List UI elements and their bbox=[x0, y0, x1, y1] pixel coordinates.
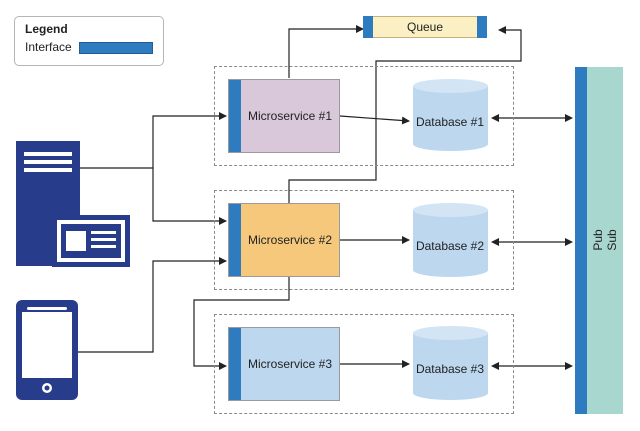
queue-right-interface bbox=[477, 16, 487, 38]
service-2-to-service-3-connector bbox=[193, 277, 290, 370]
microservice-1-label: Microservice #1 bbox=[247, 109, 333, 123]
database-2-label: Database #2 bbox=[415, 239, 485, 253]
pubsub-body bbox=[587, 67, 623, 414]
microservice-2-interface bbox=[229, 204, 241, 276]
microservice-3-label: Microservice #3 bbox=[247, 357, 333, 371]
queue-label: Queue bbox=[406, 20, 444, 34]
database-1-label: Database #1 bbox=[415, 115, 485, 129]
mobile-to-service-2-connector bbox=[78, 257, 227, 353]
desktop-computer-icon bbox=[16, 141, 130, 267]
legend-title: Legend bbox=[25, 22, 68, 36]
database-2-cylinder bbox=[413, 203, 488, 277]
queue-left-interface bbox=[363, 16, 373, 38]
service-group-2 bbox=[214, 190, 514, 290]
service-group-1 bbox=[214, 66, 514, 166]
microservice-1-interface bbox=[229, 80, 241, 152]
queue: Queue bbox=[363, 16, 487, 38]
microservice-3-interface bbox=[229, 328, 241, 400]
pubsub-label: Pub Sub bbox=[591, 229, 619, 251]
service-1-to-queue-connector bbox=[288, 25, 364, 78]
database-1-cylinder bbox=[413, 79, 488, 151]
mobile-phone-icon bbox=[16, 300, 78, 400]
legend: Legend Interface bbox=[14, 16, 164, 66]
microservice-2-label: Microservice #2 bbox=[247, 233, 333, 247]
service-group-3 bbox=[214, 314, 514, 414]
database-3-label: Database #3 bbox=[415, 362, 485, 376]
microservice-1: Microservice #1 bbox=[228, 79, 340, 153]
desktop-to-service-2-connector bbox=[152, 168, 227, 225]
database-3-cylinder bbox=[413, 326, 488, 400]
legend-interface-swatch bbox=[79, 42, 153, 54]
microservice-3: Microservice #3 bbox=[228, 327, 340, 401]
desktop-to-services-connector bbox=[80, 112, 227, 169]
pubsub-interface bbox=[575, 67, 587, 414]
legend-interface-label: Interface bbox=[25, 40, 72, 54]
pubsub: Pub Sub bbox=[575, 67, 623, 414]
service-1-to-database-1-connector bbox=[339, 115, 410, 125]
service-2-to-queue-connector bbox=[288, 26, 522, 204]
microservice-2: Microservice #2 bbox=[228, 203, 340, 277]
